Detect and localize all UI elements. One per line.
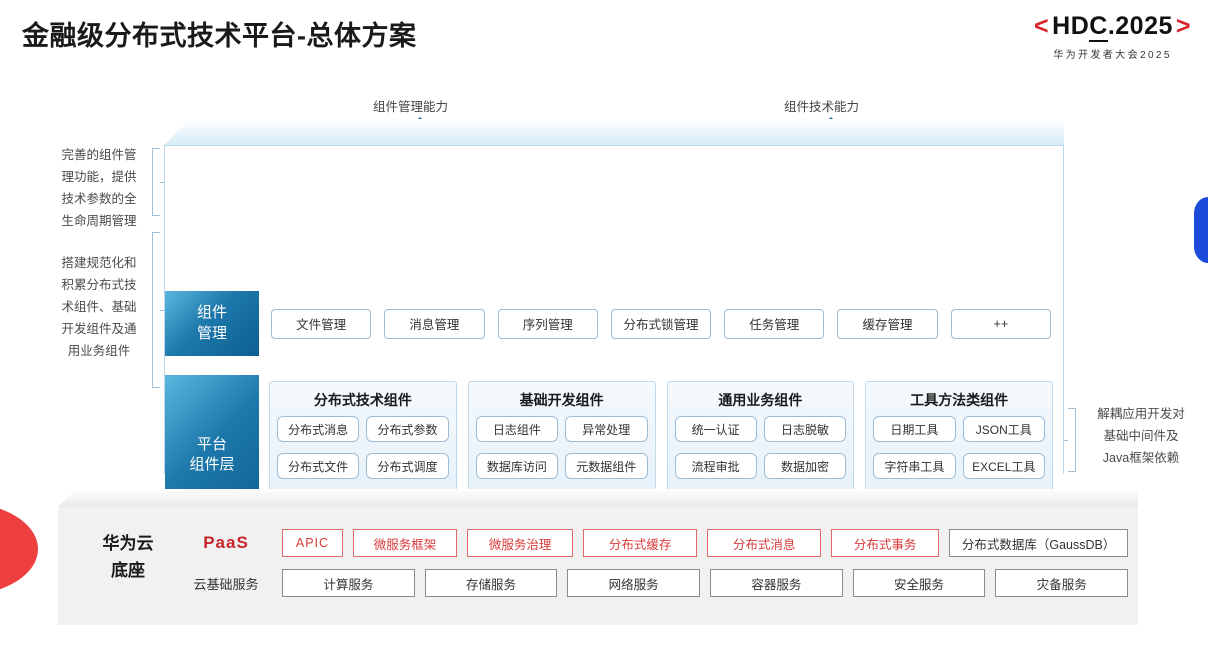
side-note-left-2: 搭建规范化和 积累分布式技 术组件、基础 开发组件及通 用业务组件 xyxy=(61,256,137,358)
chip-unified-authentication[interactable]: 统一认证 xyxy=(674,416,757,442)
chip-log-desensitization[interactable]: 日志脱敏 xyxy=(763,416,847,442)
paas-base xyxy=(58,507,1138,625)
paas-chip-storage-service[interactable]: 存储服务 xyxy=(424,569,558,597)
paas-chip-compute-service[interactable]: 计算服务 xyxy=(282,569,415,597)
paas-base-top-face xyxy=(58,489,1138,507)
paas-service-row: PaaS APIC 微服务框架 微服务治理 分布式缓存 分布式消息 分布式事务 … xyxy=(180,528,1128,558)
paas-chip-apic[interactable]: APIC xyxy=(282,529,343,557)
chip-distributed-lock-management[interactable]: 分布式锁管理 xyxy=(610,308,712,339)
paas-chip-security-service[interactable]: 安全服务 xyxy=(852,569,986,597)
chip-distributed-scheduling[interactable]: 分布式调度 xyxy=(366,453,449,480)
paas-row-label: PaaS xyxy=(203,533,249,552)
cloud-infrastructure-row-label: 云基础服务 xyxy=(193,576,259,592)
paas-chip-microservice-framework[interactable]: 微服务框架 xyxy=(352,529,458,557)
group-title-tool-method: 工具方法类组件 xyxy=(910,392,1009,408)
hdc-logo-prefix: HD xyxy=(1052,12,1090,40)
chip-excel-tool[interactable]: EXCEL工具 xyxy=(962,453,1045,480)
group-title-distributed-technology: 分布式技术组件 xyxy=(313,392,412,408)
hdc-logo-underlined: C xyxy=(1089,12,1108,42)
angle-bracket-right-icon: > xyxy=(1175,12,1191,40)
page-title: 金融级分布式技术平台-总体方案 xyxy=(22,21,417,51)
angle-bracket-left-icon: < xyxy=(1034,12,1050,40)
side-note-left-1: 完善的组件管 理功能，提供 技术参数的全 生命周期管理 xyxy=(61,148,137,228)
chip-data-encryption[interactable]: 数据加密 xyxy=(763,453,847,480)
bracket-left-2 xyxy=(152,232,166,388)
chip-distributed-parameter[interactable]: 分布式参数 xyxy=(366,416,449,442)
chip-file-management[interactable]: 文件管理 xyxy=(271,308,372,339)
paas-base-label: 华为云 底座 xyxy=(102,534,154,581)
paas-chip-distributed-database[interactable]: 分布式数据库（GaussDB） xyxy=(949,529,1128,557)
chip-sequence-management[interactable]: 序列管理 xyxy=(497,308,598,339)
hdc-logo-suffix: .2025 xyxy=(1107,12,1173,40)
paas-chip-distributed-cache[interactable]: 分布式缓存 xyxy=(583,529,698,557)
platform-body: 组件 管理 文件管理 消息管理 序列管理 分布式锁管理 任务管理 缓存管理 ++… xyxy=(164,145,1064,617)
layer-content-component-management: 文件管理 消息管理 序列管理 分布式锁管理 任务管理 缓存管理 ++ xyxy=(259,291,1063,356)
paas-chip-microservice-governance[interactable]: 微服务治理 xyxy=(467,529,574,557)
paas-chip-distributed-transaction[interactable]: 分布式事务 xyxy=(831,529,940,557)
chip-metadata-component[interactable]: 元数据组件 xyxy=(565,453,648,480)
chip-process-approval[interactable]: 流程审批 xyxy=(674,453,757,480)
chip-log-component[interactable]: 日志组件 xyxy=(475,416,559,442)
chip-date-tool[interactable]: 日期工具 xyxy=(873,416,956,442)
platform-top-face xyxy=(164,119,1064,145)
blue-arc-decoration xyxy=(1194,197,1208,263)
chip-distributed-file[interactable]: 分布式文件 xyxy=(277,453,360,480)
paas-chip-network-service[interactable]: 网络服务 xyxy=(567,569,701,597)
group-title-basic-development: 基础开发组件 xyxy=(519,392,604,408)
hdc-logo-text: <HDC.2025> xyxy=(1031,14,1194,42)
chip-json-tool[interactable]: JSON工具 xyxy=(962,416,1045,442)
chip-distributed-message[interactable]: 分布式消息 xyxy=(277,416,360,442)
hdc-logo-subtitle: 华为开发者大会2025 xyxy=(1053,50,1172,61)
cloud-infrastructure-row: 云基础服务 计算服务 存储服务 网络服务 容器服务 安全服务 灾备服务 xyxy=(180,568,1129,598)
layer-component-management: 组件 管理 文件管理 消息管理 序列管理 分布式锁管理 任务管理 缓存管理 ++ xyxy=(165,291,1063,356)
chip-cache-management[interactable]: 缓存管理 xyxy=(837,308,938,339)
bracket-right-1 xyxy=(1062,408,1076,472)
paas-chip-distributed-message[interactable]: 分布式消息 xyxy=(707,529,822,557)
red-wedge-decoration xyxy=(0,503,38,595)
chip-add-more[interactable]: ++ xyxy=(950,308,1051,339)
paas-chip-disaster-recovery-service[interactable]: 灾备服务 xyxy=(995,569,1129,597)
layer-title-component-management: 组件 管理 xyxy=(165,291,259,356)
chip-message-management[interactable]: 消息管理 xyxy=(384,308,485,339)
chip-task-management[interactable]: 任务管理 xyxy=(724,308,825,339)
paas-chip-container-service[interactable]: 容器服务 xyxy=(710,569,843,597)
capability-label-technology: 组件技术能力 xyxy=(784,100,860,114)
bracket-left-1 xyxy=(152,148,166,216)
chip-exception-handling[interactable]: 异常处理 xyxy=(565,416,648,442)
hdc-logo: <HDC.2025> 华为开发者大会2025 xyxy=(1031,14,1194,62)
chip-database-access[interactable]: 数据库访问 xyxy=(475,453,559,480)
side-note-right-1: 解耦应用开发对 基础中间件及 Java框架依赖 xyxy=(1097,407,1185,465)
capability-label-management: 组件管理能力 xyxy=(373,100,449,114)
group-title-general-business: 通用业务组件 xyxy=(718,392,803,408)
chip-string-tool[interactable]: 字符串工具 xyxy=(873,453,956,480)
